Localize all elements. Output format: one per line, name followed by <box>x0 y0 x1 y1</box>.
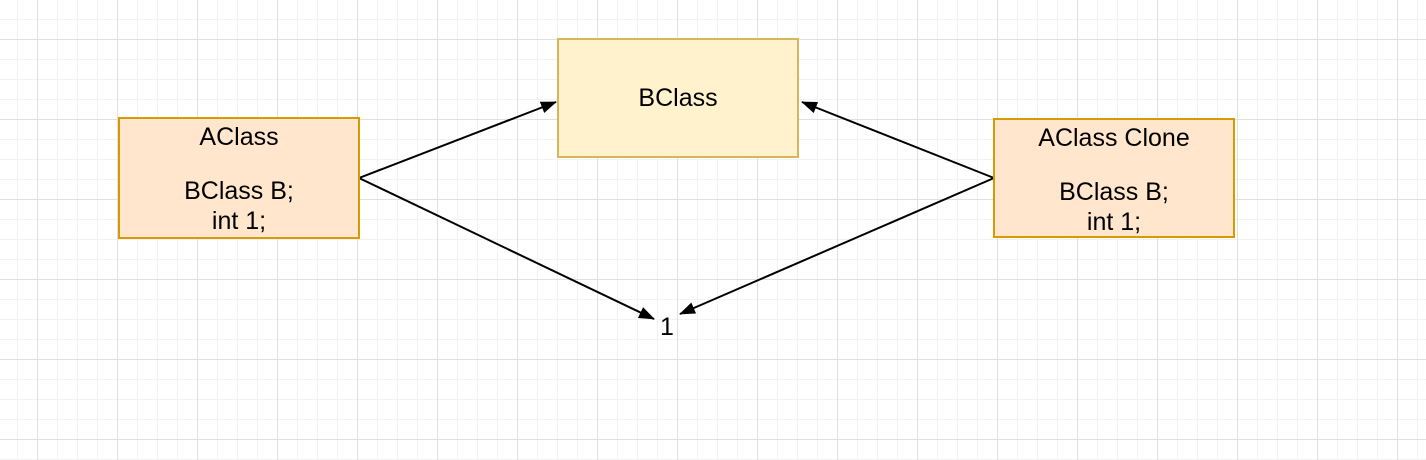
node-bclass[interactable] <box>557 38 799 158</box>
edge-aclass-to-one[interactable] <box>358 177 655 320</box>
node-aclass[interactable] <box>118 117 360 239</box>
edge-aclass-to-bclass[interactable] <box>358 101 557 179</box>
edge-aclass-clone-to-bclass[interactable] <box>801 101 995 179</box>
edge-label-one[interactable]: 1 <box>660 313 674 341</box>
edge-aclass-clone-to-one[interactable] <box>679 177 995 315</box>
node-aclass-clone[interactable] <box>993 118 1235 238</box>
